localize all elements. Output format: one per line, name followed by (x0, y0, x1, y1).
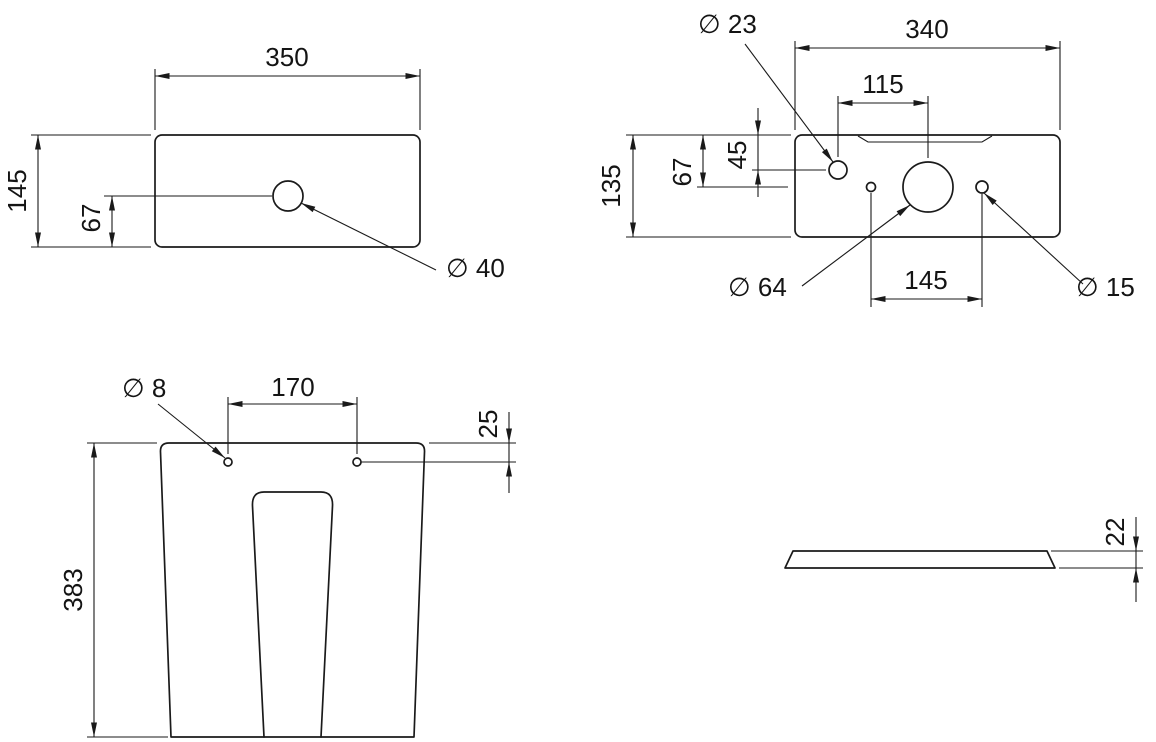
extension-lines (794, 41, 1061, 130)
hole-right-dia-8 (352, 457, 362, 467)
dim-label-top-spacing: 115 (862, 69, 903, 99)
leader-line (983, 192, 1084, 285)
lid-profile-outline (784, 550, 1056, 569)
dim-height-145: 145 (2, 134, 151, 248)
extension-lines (361, 442, 516, 463)
leader-dia-15: ∅ 15 (983, 192, 1135, 302)
extension-lines (87, 442, 168, 738)
dia-label-8: ∅ 8 (122, 373, 166, 403)
dim-label-depth: 135 (596, 164, 626, 207)
dim-label-hole-offset: 25 (473, 410, 503, 439)
leader-dia-40: ∅ 40 (300, 202, 505, 283)
dim-label-height: 383 (58, 568, 88, 611)
dim-small-hole-offset-45: 45 (722, 108, 826, 197)
extension-lines (626, 134, 791, 238)
hole-dia-64 (902, 161, 954, 213)
dim-thickness-22: 22 (1051, 517, 1143, 602)
pedestal-outline (159, 442, 426, 738)
dia-label-64: ∅ 64 (728, 272, 787, 302)
extension-lines (31, 134, 151, 248)
view-top-right: 340 115 135 67 45 145 (596, 9, 1135, 307)
pedestal-cutout (251, 491, 334, 738)
view-bottom-right: 22 (784, 517, 1143, 602)
hole-small (865, 181, 877, 193)
leader-dia-64: ∅ 64 (728, 204, 911, 302)
dim-hole-offset-67: 67 (76, 195, 272, 247)
leader-dia-23: ∅ 23 (698, 9, 834, 163)
dim-hole-spacing-170: 170 (227, 372, 358, 454)
dim-label-thickness: 22 (1100, 518, 1130, 547)
dim-label-hole-offset: 67 (76, 204, 106, 233)
dim-width-340: 340 (794, 14, 1061, 130)
extension-lines (837, 96, 929, 158)
dim-depth-135: 135 (596, 134, 791, 238)
dim-label-large-hole-offset: 67 (667, 158, 697, 187)
dim-label-bottom-spacing: 145 (904, 265, 947, 295)
dim-label-small-hole-offset: 45 (722, 141, 752, 170)
view-top-left: 350 145 67 ∅ 40 (2, 42, 505, 283)
hole-dia-40 (272, 180, 304, 212)
dim-label-height: 145 (2, 169, 32, 212)
dim-top-spacing-115: 115 (837, 69, 929, 158)
part-outline (154, 134, 421, 248)
dia-label-15: ∅ 15 (1076, 272, 1135, 302)
dim-height-383: 383 (58, 442, 168, 738)
dim-large-hole-offset-67: 67 (667, 135, 788, 188)
hole-dia-15 (975, 180, 989, 194)
extension-lines (227, 397, 358, 454)
dim-label-hole-spacing: 170 (271, 372, 314, 402)
extension-lines (154, 69, 421, 130)
dim-label-width: 350 (265, 42, 308, 72)
dim-hole-offset-25: 25 (361, 410, 516, 493)
dim-bottom-spacing-145: 145 (870, 193, 983, 307)
view-bottom-left: 170 383 25 ∅ 8 (58, 372, 516, 738)
extension-lines (870, 193, 983, 307)
hole-left-dia-8 (223, 457, 233, 467)
lid-seam-line (857, 135, 993, 143)
leader-line (300, 202, 437, 271)
dia-label-23: ∅ 23 (698, 9, 757, 39)
leader-line (744, 43, 834, 163)
extension-lines (752, 135, 826, 171)
dim-label-width: 340 (905, 14, 948, 44)
hole-dia-23 (828, 160, 848, 180)
extension-lines (1051, 550, 1143, 569)
dim-width-350: 350 (154, 42, 421, 130)
leader-line (157, 403, 226, 459)
leader-line (801, 204, 911, 287)
leader-dia-8: ∅ 8 (122, 373, 226, 459)
dia-label-40: ∅ 40 (446, 253, 505, 283)
